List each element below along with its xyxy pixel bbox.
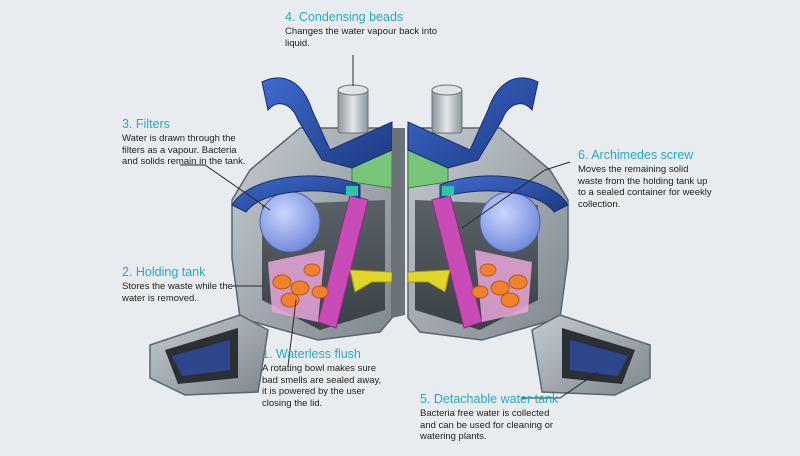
callout-title: 1. Waterless flush	[262, 347, 382, 362]
right-filter-teal	[442, 186, 454, 196]
left-section-edge	[392, 128, 405, 318]
callout-archimedes-screw: 6. Archimedes screw Moves the remaining …	[578, 148, 713, 210]
callout-condensing-beads: 4. Condensing beads Changes the water va…	[285, 10, 445, 49]
callout-text: Moves the remaining solid waste from the…	[578, 164, 713, 210]
callout-title: 4. Condensing beads	[285, 10, 445, 25]
callout-text: A rotating bowl makes sure bad smells ar…	[262, 363, 382, 409]
callout-title: 3. Filters	[122, 117, 247, 132]
right-half-cutaway	[408, 78, 650, 395]
left-filter-teal	[346, 186, 358, 196]
callout-title: 6. Archimedes screw	[578, 148, 713, 163]
callout-text: Changes the water vapour back into liqui…	[285, 26, 445, 49]
callout-detachable-water-tank: 5. Detachable water tank Bacteria free w…	[420, 392, 565, 443]
callout-title: 5. Detachable water tank	[420, 392, 565, 407]
callout-holding-tank: 2. Holding tank Stores the waste while t…	[122, 265, 237, 304]
callout-text: Water is drawn through the filters as a …	[122, 133, 247, 168]
callout-waterless-flush: 1. Waterless flush A rotating bowl makes…	[262, 347, 382, 409]
left-rotating-bowl	[260, 192, 320, 252]
callout-text: Bacteria free water is collected and can…	[420, 408, 565, 443]
callout-filters: 3. Filters Water is drawn through the fi…	[122, 117, 247, 168]
callout-text: Stores the waste while the water is remo…	[122, 281, 237, 304]
callout-title: 2. Holding tank	[122, 265, 237, 280]
right-rotating-bowl	[480, 192, 540, 252]
